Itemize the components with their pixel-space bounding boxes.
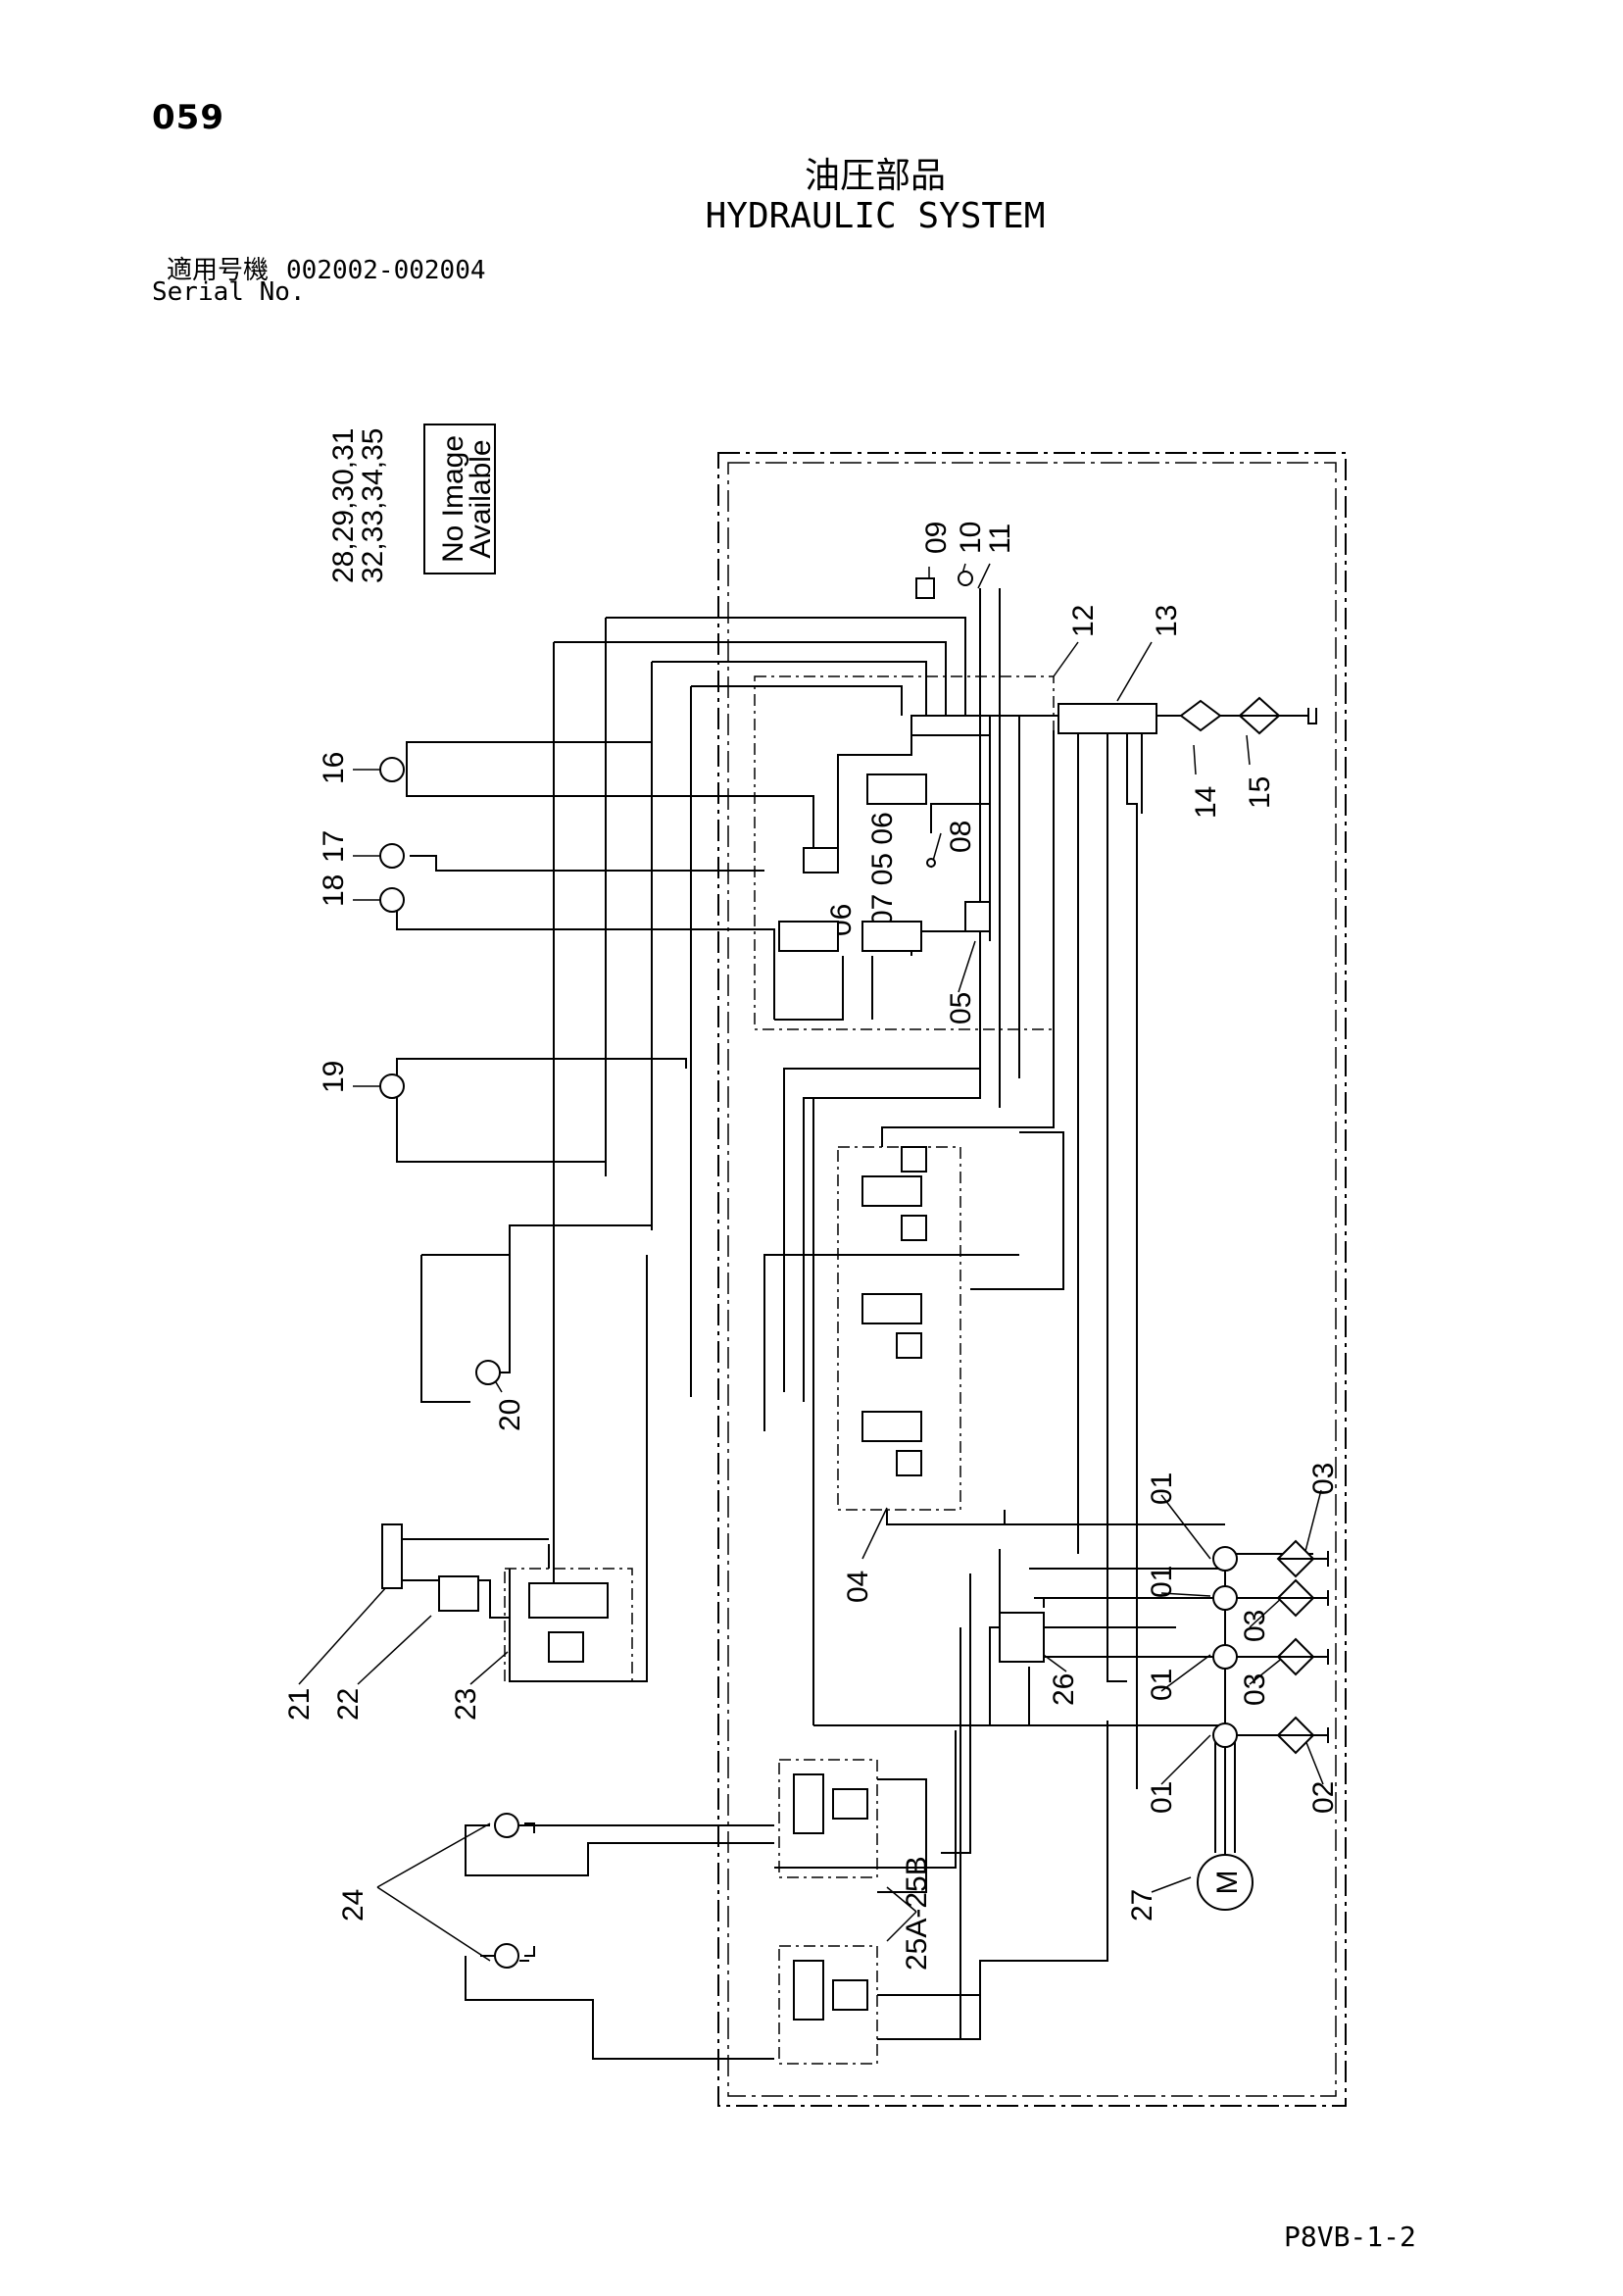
page-footer-code: P8VB-1-2 [1284, 2221, 1416, 2253]
label-03-c: 03 [1239, 1673, 1271, 1706]
cylinder-20 [475, 1360, 501, 1385]
label-09: 09 [920, 522, 953, 554]
control-valve-04c [861, 1411, 922, 1442]
tank-returns [524, 708, 1329, 1957]
valve-25b [793, 1960, 824, 2021]
manifold-block [910, 715, 991, 736]
label-11: 11 [984, 524, 1016, 554]
cylinder-19 [379, 1073, 405, 1099]
svg-text:Available: Available [465, 439, 497, 558]
label-20: 20 [494, 1399, 526, 1431]
cylinder-21 [381, 1523, 403, 1589]
unit-boundary-inner [727, 462, 1337, 2097]
filters [1179, 696, 1315, 1755]
label-26: 26 [1048, 1673, 1080, 1706]
valve-05a [803, 847, 839, 873]
electric-motor-27 [1197, 1854, 1254, 1911]
label-07-05-06: 07 05 06 [866, 812, 899, 926]
valve-block-04-boundary [837, 1146, 961, 1511]
label-04: 04 [842, 1571, 874, 1603]
solenoid-valve-06a [866, 774, 927, 805]
relief-valve-04d [901, 1146, 927, 1173]
label-27: 27 [1126, 1889, 1158, 1922]
no-image-box [423, 424, 496, 574]
motor-24a [494, 1813, 519, 1838]
label-15: 15 [1244, 776, 1276, 809]
motor-24b [494, 1943, 519, 1969]
page-title-japanese: 油圧部品 [804, 156, 946, 196]
valve-block-23-boundary [504, 1568, 633, 1682]
valve-block-25b-boundary [778, 1945, 878, 2065]
pump-01a [1212, 1546, 1238, 1572]
control-valve-04a [861, 1175, 922, 1207]
relief-valve-26 [999, 1612, 1045, 1663]
unit-boundary-outer [717, 452, 1347, 2107]
no-image-text: No Image Available [437, 435, 497, 563]
pump-01b [1212, 1585, 1238, 1611]
control-valve-04b [861, 1293, 922, 1324]
label-05: 05 [945, 992, 977, 1024]
label-03-a: 03 [1307, 1463, 1340, 1495]
label-24: 24 [337, 1889, 369, 1922]
label-16: 16 [318, 752, 350, 784]
label-01-c: 01 [1146, 1669, 1178, 1701]
cylinder-18 [379, 887, 405, 913]
serial-label: Serial No. [152, 277, 306, 307]
cylinder-17 [379, 843, 405, 869]
serial-label-japanese: 適用号機 [167, 256, 270, 285]
pump-01c [1212, 1644, 1238, 1670]
solenoid-valve-07 [861, 921, 922, 952]
relief-valve-04b [896, 1332, 922, 1359]
sensor-09 [915, 577, 935, 599]
valve-05b [964, 901, 991, 932]
label-01-a: 01 [1146, 1472, 1178, 1505]
relief-valve-04a [901, 1215, 927, 1241]
label-12: 12 [1067, 605, 1100, 637]
label-17: 17 [318, 830, 350, 863]
components [379, 571, 1254, 2021]
label-08: 08 [945, 821, 977, 853]
label-13: 13 [1151, 605, 1183, 637]
label-01-d: 01 [1146, 1781, 1178, 1814]
valve-08 [926, 858, 936, 868]
relief-valve-23 [548, 1631, 584, 1663]
filter-14 [1179, 699, 1222, 732]
serial-range: 002002-002004 [286, 256, 486, 285]
label-19: 19 [318, 1061, 350, 1093]
valve-25a-relief [832, 1788, 868, 1820]
relief-valve-04c [896, 1450, 922, 1476]
gauge-10 [958, 571, 973, 586]
label-10: 10 [955, 522, 987, 554]
page-number: 059 [152, 98, 224, 137]
serial-range-row: 適用号機 002002-002004 [167, 250, 486, 286]
leader-lines [298, 563, 1324, 1962]
label-23: 23 [450, 1688, 482, 1721]
label-02: 02 [1307, 1781, 1340, 1814]
pump-01d [1212, 1722, 1238, 1748]
cylinder-16 [379, 757, 405, 782]
label-32-35: 32,33,34,35 [357, 428, 389, 583]
label-21: 21 [283, 1688, 316, 1721]
label-25: 25A-25B [901, 1856, 933, 1971]
page-title: HYDRAULIC SYSTEM [705, 196, 1046, 236]
valve-25b-relief [832, 1979, 868, 2011]
hydraulic-lines [396, 588, 1313, 2060]
label-18: 18 [318, 874, 350, 907]
solenoid-valve-06b [778, 921, 839, 952]
label-28-31: 28,29,30,31 [327, 428, 360, 583]
motor-symbol: M [1211, 1871, 1244, 1895]
svg-text:No Image: No Image [437, 435, 469, 563]
label-14: 14 [1190, 786, 1222, 819]
valve-25a [793, 1773, 824, 1834]
label-03-b: 03 [1239, 1610, 1271, 1642]
valve-block-05-08-boundary [754, 675, 1055, 1030]
label-22: 22 [332, 1688, 365, 1721]
hydraulic-tank-13 [1057, 703, 1157, 734]
valve-23 [528, 1582, 609, 1619]
flow-valve-22 [438, 1575, 479, 1612]
valve-block-25a-boundary [778, 1759, 878, 1878]
